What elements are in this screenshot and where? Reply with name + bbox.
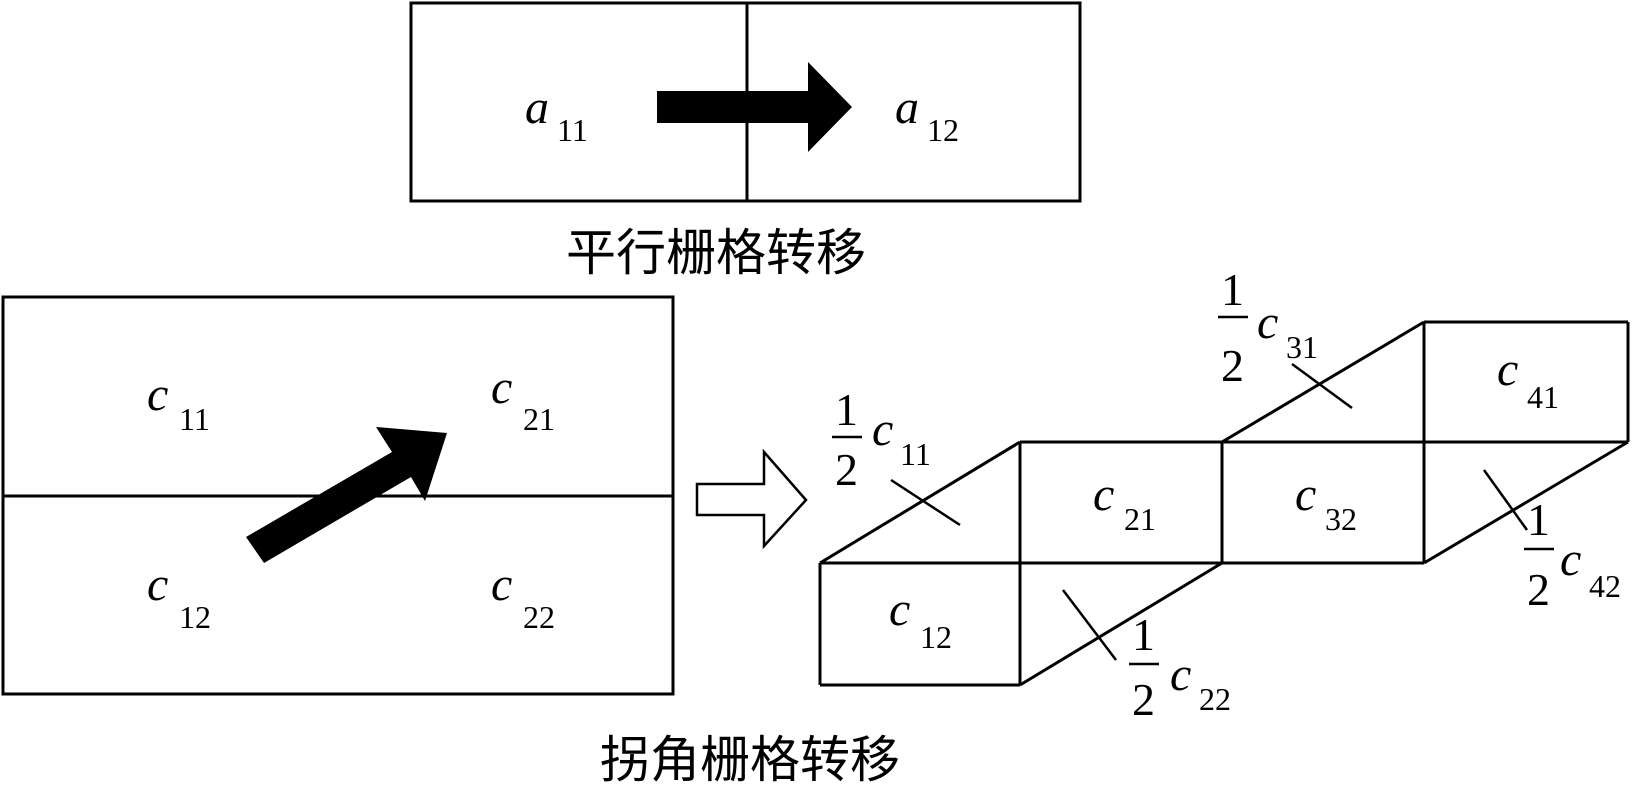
half-label-c31-var: c — [1257, 296, 1278, 349]
result-cell-c41-var: c — [1497, 343, 1518, 396]
cell-a12-var: a — [895, 81, 919, 134]
half-label-c11-var: c — [872, 403, 893, 456]
half-label-c42-den: 2 — [1527, 564, 1550, 615]
source-cell-c12-sub: 12 — [179, 599, 211, 635]
half-label-c31: 1 2 c 31 — [1218, 264, 1318, 391]
source-cell-c21: c 21 — [491, 361, 555, 437]
result-cell-c12-var: c — [889, 583, 910, 636]
corner-result-grid: c 21 c 32 c 41 c 12 1 2 c 11 1 2 c 31 — [818, 264, 1630, 725]
result-cell-c12: c 12 — [889, 583, 952, 655]
source-cell-c21-sub: 21 — [523, 401, 555, 437]
half-label-c11-sub: 11 — [900, 436, 931, 472]
half-label-c22-sub: 22 — [1199, 681, 1231, 717]
source-cell-c22-var: c — [491, 558, 512, 611]
result-cell-c21: c 21 — [1093, 468, 1156, 537]
result-edge — [1221, 320, 1425, 444]
half-label-c31-num: 1 — [1221, 264, 1244, 315]
half-label-c11: 1 2 c 11 — [832, 384, 931, 495]
parallel-transfer-panel: a 11 a 12 平行栅格转移 — [409, 1, 1082, 282]
half-cell-tick — [1291, 362, 1353, 410]
cell-a12: a 12 — [895, 81, 959, 148]
half-cell-tick — [1482, 469, 1529, 531]
source-cell-c11-var: c — [147, 368, 168, 421]
result-cell-c41: c 41 — [1497, 343, 1559, 415]
cell-a11-sub: 11 — [557, 112, 588, 148]
half-label-c11-num: 1 — [835, 384, 858, 435]
source-cell-c12-var: c — [147, 558, 168, 611]
result-cell-c32: c 32 — [1295, 468, 1357, 537]
transform-hollow-arrow — [695, 448, 808, 550]
result-edge — [1423, 440, 1629, 565]
half-label-c42-var: c — [1560, 533, 1581, 586]
half-label-c42: 1 2 c 42 — [1524, 494, 1621, 615]
source-cell-c21-var: c — [491, 361, 512, 414]
half-label-c42-sub: 42 — [1589, 568, 1621, 604]
half-label-c42-num: 1 — [1527, 494, 1550, 545]
result-edge — [1019, 561, 1223, 687]
result-cell-c12-sub: 12 — [920, 619, 952, 655]
half-label-c22-var: c — [1170, 648, 1191, 701]
parallel-caption: 平行栅格转移 — [566, 224, 866, 282]
half-cell-tick — [1062, 589, 1117, 661]
source-cell-c11: c 11 — [147, 368, 210, 437]
cell-a11: a 11 — [525, 81, 588, 148]
source-cell-c11-sub: 11 — [179, 401, 210, 437]
parallel-transfer-arrow — [657, 62, 852, 152]
half-label-c22-num: 1 — [1132, 609, 1155, 660]
half-label-c22-den: 2 — [1132, 674, 1155, 725]
corner-caption: 拐角栅格转移 — [600, 731, 900, 789]
source-cell-c12: c 12 — [147, 558, 211, 635]
result-cell-c32-sub: 32 — [1325, 501, 1357, 537]
half-label-c31-sub: 31 — [1286, 329, 1318, 365]
result-cell-c21-var: c — [1093, 468, 1114, 521]
result-cell-c32-var: c — [1295, 468, 1316, 521]
half-label-c11-den: 2 — [835, 444, 858, 495]
half-label-c22: 1 2 c 22 — [1129, 609, 1231, 725]
result-cell-c41-sub: 41 — [1527, 379, 1559, 415]
cell-a12-sub: 12 — [927, 112, 959, 148]
result-edge — [819, 440, 1021, 565]
corner-transfer-arrow — [246, 427, 447, 563]
half-label-c31-den: 2 — [1221, 340, 1244, 391]
corner-source-grid: c 11 c 21 c 12 c 22 — [1, 295, 675, 696]
source-cell-c22-sub: 22 — [523, 599, 555, 635]
source-cell-c22: c 22 — [491, 558, 555, 635]
result-cell-c21-sub: 21 — [1124, 501, 1156, 537]
half-cell-tick — [890, 478, 961, 527]
cell-a11-var: a — [525, 81, 549, 134]
